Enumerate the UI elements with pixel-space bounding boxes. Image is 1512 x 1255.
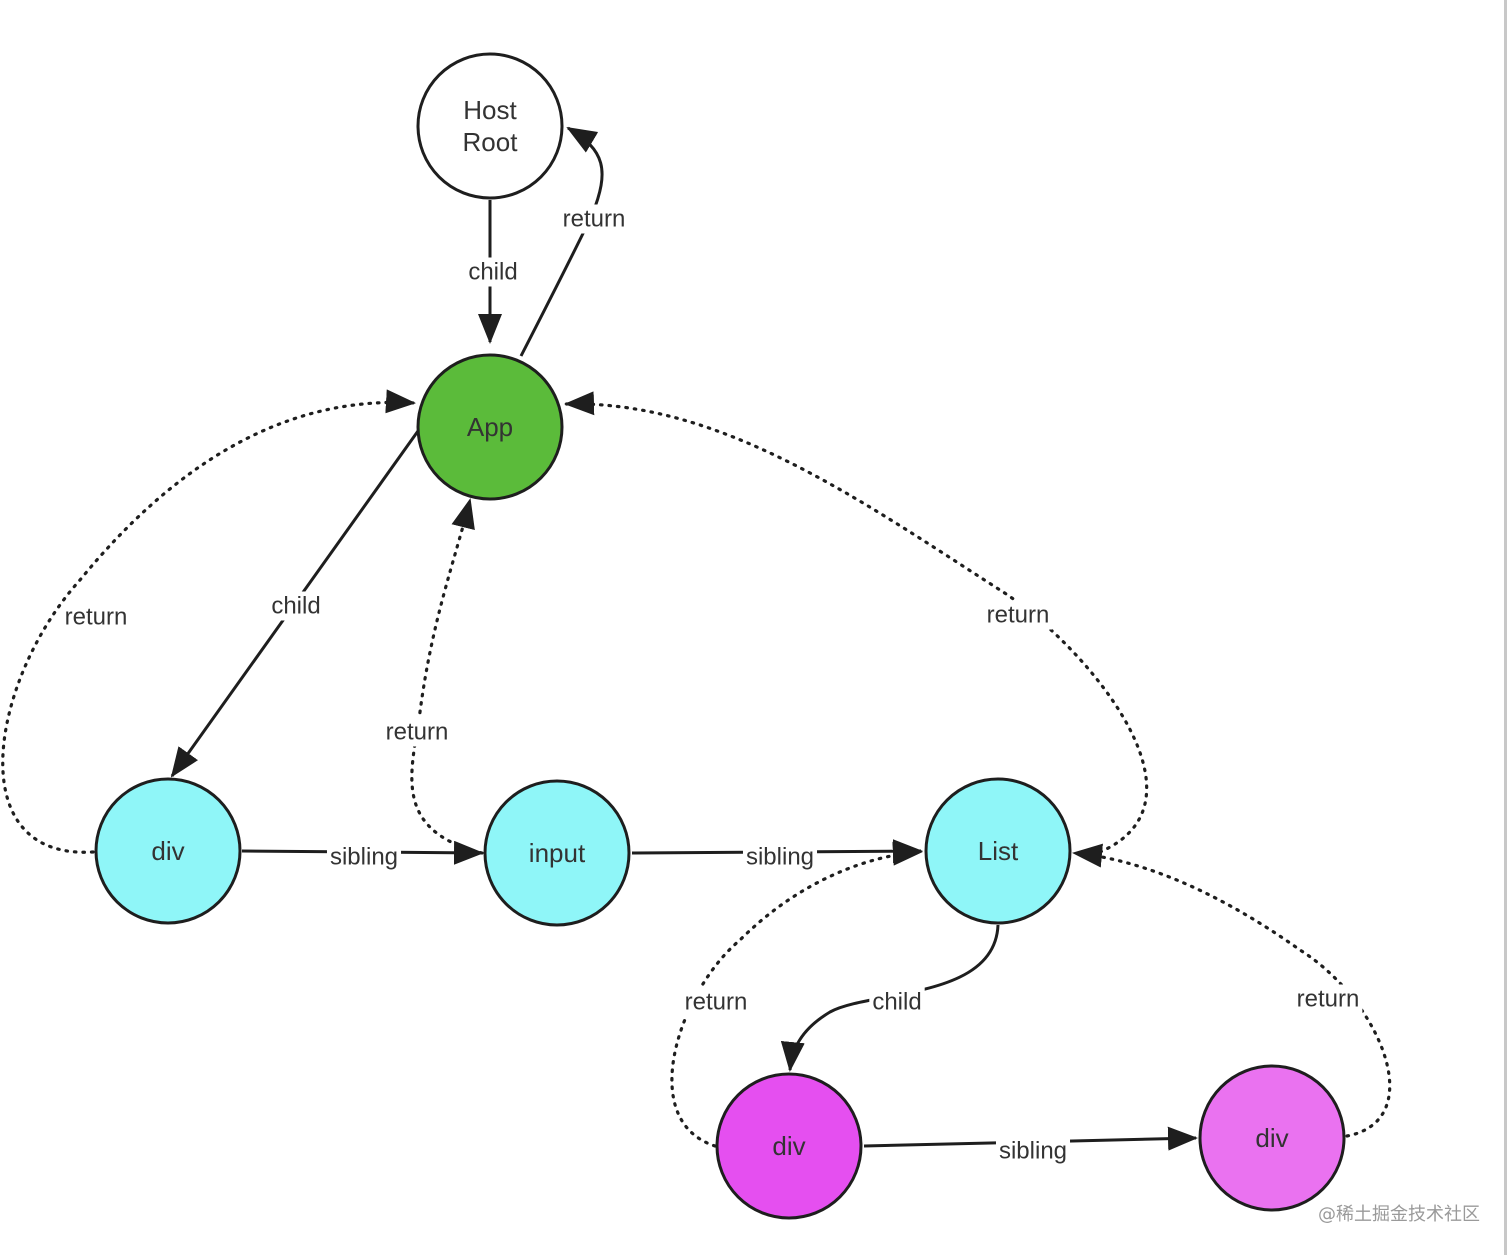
edge-label-list-app-return: return xyxy=(987,602,1050,629)
node-circle xyxy=(924,777,1072,925)
node-list: List xyxy=(924,777,1072,925)
node-label: input xyxy=(529,838,586,868)
edge-label-input-app-return: return xyxy=(386,719,449,746)
node-list-div-1: div xyxy=(715,1072,863,1220)
edge-label-background xyxy=(465,257,521,287)
edge-label-background xyxy=(995,1136,1071,1166)
node-label: div xyxy=(151,836,184,866)
node-circle xyxy=(483,779,631,927)
edge-list-app-return xyxy=(564,391,1149,854)
node-label: App xyxy=(467,412,513,442)
edge-list-listdiv1-child xyxy=(780,924,1000,1072)
edge-label-background xyxy=(61,602,131,632)
edge-listdiv1-list-return xyxy=(670,841,923,1148)
edge-label-div-input-sibling: sibling xyxy=(330,844,398,871)
node-circle xyxy=(715,1072,863,1220)
edge-label-background xyxy=(382,717,452,747)
edge-label-app-div-child: child xyxy=(271,593,320,620)
edge-label-input-list-sibling: sibling xyxy=(746,844,814,871)
edge-label-background xyxy=(681,987,751,1017)
edge-listdiv2-list-return xyxy=(1072,843,1392,1138)
edge-div-app-return xyxy=(1,389,416,854)
node-div: div xyxy=(94,777,242,925)
edge-label-background xyxy=(326,842,402,872)
node-circle xyxy=(94,777,242,925)
node-circle xyxy=(1198,1064,1346,1212)
edge-label-listdiv1-listdiv2-sibling: sibling xyxy=(999,1138,1067,1165)
node-label: div xyxy=(1255,1123,1288,1153)
edge-label-background xyxy=(742,842,818,872)
edge-label-background xyxy=(268,591,324,621)
watermark: @稀土掘金技术社区 xyxy=(1318,1204,1480,1225)
edge-label-listdiv2-list-return: return xyxy=(1297,986,1360,1013)
node-label: List xyxy=(978,836,1019,866)
edge-label-hostroot-app-child: child xyxy=(468,259,517,286)
edge-input-app-return xyxy=(410,498,484,855)
right-border-divider xyxy=(1504,0,1507,1255)
node-app: App xyxy=(416,353,564,501)
edge-label-div-app-return: return xyxy=(65,604,128,631)
node-label: Host xyxy=(463,95,517,125)
edge-label-listdiv1-list-return: return xyxy=(685,989,748,1016)
edge-label-background xyxy=(559,204,629,234)
edge-label-background xyxy=(869,987,925,1017)
edge-label-app-hostroot-return: return xyxy=(563,206,626,233)
node-label: div xyxy=(772,1131,805,1161)
node-list-div-2: div xyxy=(1198,1064,1346,1212)
edge-label-list-listdiv1-child: child xyxy=(872,989,921,1016)
node-circle xyxy=(416,52,564,200)
edge-label-background xyxy=(1293,984,1363,1014)
node-input: input xyxy=(483,779,631,927)
node-label: Root xyxy=(463,127,519,157)
node-circle xyxy=(416,353,564,501)
edge-label-background xyxy=(983,600,1053,630)
edge-labels-layer: child return child return return return siblin… xyxy=(61,204,1363,1166)
